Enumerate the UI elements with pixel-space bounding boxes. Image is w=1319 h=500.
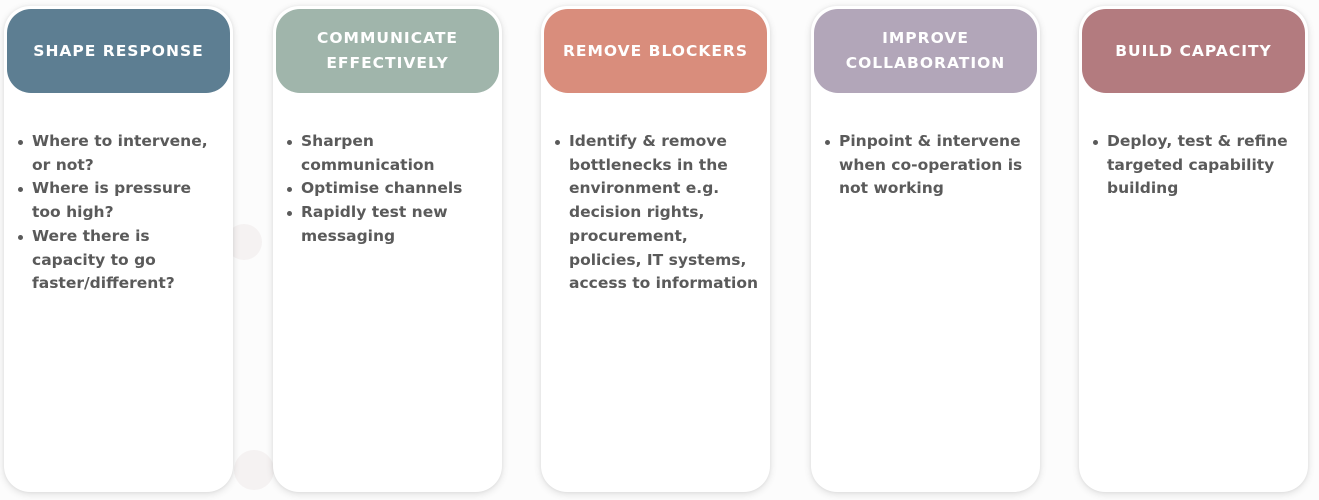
card-shape-response: SHAPE RESPONSE Where to intervene, or no… bbox=[4, 6, 233, 492]
bullet-item: Rapidly test new messaging bbox=[287, 201, 492, 248]
bullet-item: Sharpen communication bbox=[287, 130, 492, 177]
card-body: Where to intervene, or not? Where is pre… bbox=[18, 130, 223, 296]
card-improve-collaboration: IMPROVE COLLABORATION Pinpoint & interve… bbox=[811, 6, 1040, 492]
bullet-list: Deploy, test & refine targeted capabilit… bbox=[1093, 130, 1298, 201]
card-title: SHAPE RESPONSE bbox=[7, 9, 230, 93]
bullet-item: Deploy, test & refine targeted capabilit… bbox=[1093, 130, 1298, 201]
card-communicate-effectively: COMMUNICATE EFFECTIVELY Sharpen communic… bbox=[273, 6, 502, 492]
card-title: REMOVE BLOCKERS bbox=[544, 9, 767, 93]
bullet-item: Were there is capacity to go faster/diff… bbox=[18, 225, 223, 296]
card-title: COMMUNICATE EFFECTIVELY bbox=[276, 9, 499, 93]
bullet-item: Pinpoint & intervene when co-operation i… bbox=[825, 130, 1030, 201]
decorative-circle bbox=[234, 450, 274, 490]
card-title: BUILD CAPACITY bbox=[1082, 9, 1305, 93]
card-title: IMPROVE COLLABORATION bbox=[814, 9, 1037, 93]
bullet-list: Where to intervene, or not? Where is pre… bbox=[18, 130, 223, 296]
card-build-capacity: BUILD CAPACITY Deploy, test & refine tar… bbox=[1079, 6, 1308, 492]
bullet-item: Identify & remove bottlenecks in the env… bbox=[555, 130, 760, 296]
bullet-item: Where is pressure too high? bbox=[18, 177, 223, 224]
card-body: Deploy, test & refine targeted capabilit… bbox=[1093, 130, 1298, 201]
card-body: Pinpoint & intervene when co-operation i… bbox=[825, 130, 1030, 201]
card-remove-blockers: REMOVE BLOCKERS Identify & remove bottle… bbox=[541, 6, 770, 492]
bullet-list: Identify & remove bottlenecks in the env… bbox=[555, 130, 760, 296]
bullet-item: Optimise channels bbox=[287, 177, 492, 201]
bullet-item: Where to intervene, or not? bbox=[18, 130, 223, 177]
bullet-list: Sharpen communication Optimise channels … bbox=[287, 130, 492, 249]
card-body: Sharpen communication Optimise channels … bbox=[287, 130, 492, 249]
bullet-list: Pinpoint & intervene when co-operation i… bbox=[825, 130, 1030, 201]
card-body: Identify & remove bottlenecks in the env… bbox=[555, 130, 760, 296]
